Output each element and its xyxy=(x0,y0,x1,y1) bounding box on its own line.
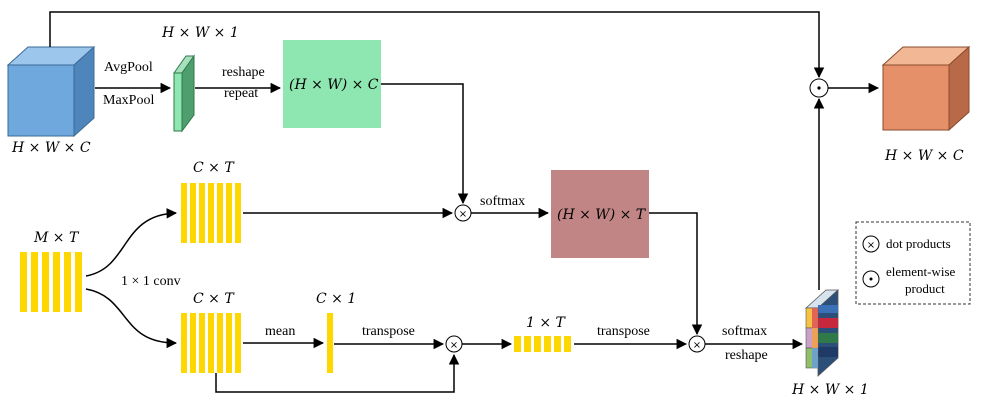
ct-bottom-bars xyxy=(181,313,241,373)
repeat-label: repeat xyxy=(224,86,258,101)
dot-product-op-1: × xyxy=(454,204,472,222)
attention-map-cube xyxy=(804,289,840,377)
mt-label: M × T xyxy=(33,230,80,246)
reshape-label: reshape xyxy=(222,65,265,80)
hw-t-box xyxy=(551,170,649,258)
legend-dot-label: dot products xyxy=(886,236,951,251)
hw-c-label: (H × W) × C xyxy=(289,77,379,93)
output-feature-cube xyxy=(881,45,971,132)
input-dims-label: H × W × C xyxy=(11,140,91,156)
svg-text:×: × xyxy=(459,209,467,220)
out-map-dims-label: H × W × 1 xyxy=(791,382,869,398)
hw-c-box xyxy=(283,40,381,128)
legend: × dot products element-wise product xyxy=(855,221,971,305)
maxpool-label: MaxPool xyxy=(103,93,154,108)
reshape-bottom-label: reshape xyxy=(725,348,768,363)
legend-elem-label-2: product xyxy=(905,281,945,296)
transpose-1-label: transpose xyxy=(362,324,415,339)
hw-t-label: (H × W) × T xyxy=(557,207,647,223)
pooled-map-slab xyxy=(173,54,195,133)
c1-bar xyxy=(327,313,333,373)
input-feature-cube xyxy=(6,45,96,138)
output-dims-label: H × W × C xyxy=(884,148,964,164)
ct-top-bars xyxy=(181,183,241,243)
dot-product-op-2: × xyxy=(445,335,463,353)
ct-top-label: C × T xyxy=(193,160,235,176)
pool-dims-label: H × W × 1 xyxy=(161,25,239,41)
transpose-2-label: transpose xyxy=(597,324,650,339)
dot-product-op-3: × xyxy=(688,335,706,353)
softmax-top-label: softmax xyxy=(480,194,525,209)
ct-bottom-label: C × T xyxy=(193,291,235,307)
svg-text:×: × xyxy=(693,340,701,351)
mt-feature-bars xyxy=(20,252,82,312)
connectors xyxy=(49,11,880,393)
legend-elem-label-1: element-wise xyxy=(886,264,956,279)
svg-text:×: × xyxy=(450,340,458,351)
legend-dot-product-icon xyxy=(862,235,880,253)
t1-bars xyxy=(514,336,571,352)
svg-text:×: × xyxy=(867,240,875,251)
conv-label: 1 × 1 conv xyxy=(121,274,181,289)
elementwise-product-op xyxy=(809,78,829,98)
mean-label: mean xyxy=(265,324,295,339)
t1-label: 1 × T xyxy=(526,315,567,331)
softmax-bottom-label: softmax xyxy=(722,324,767,339)
avgpool-label: AvgPool xyxy=(104,60,153,75)
c1-label: C × 1 xyxy=(316,291,356,307)
